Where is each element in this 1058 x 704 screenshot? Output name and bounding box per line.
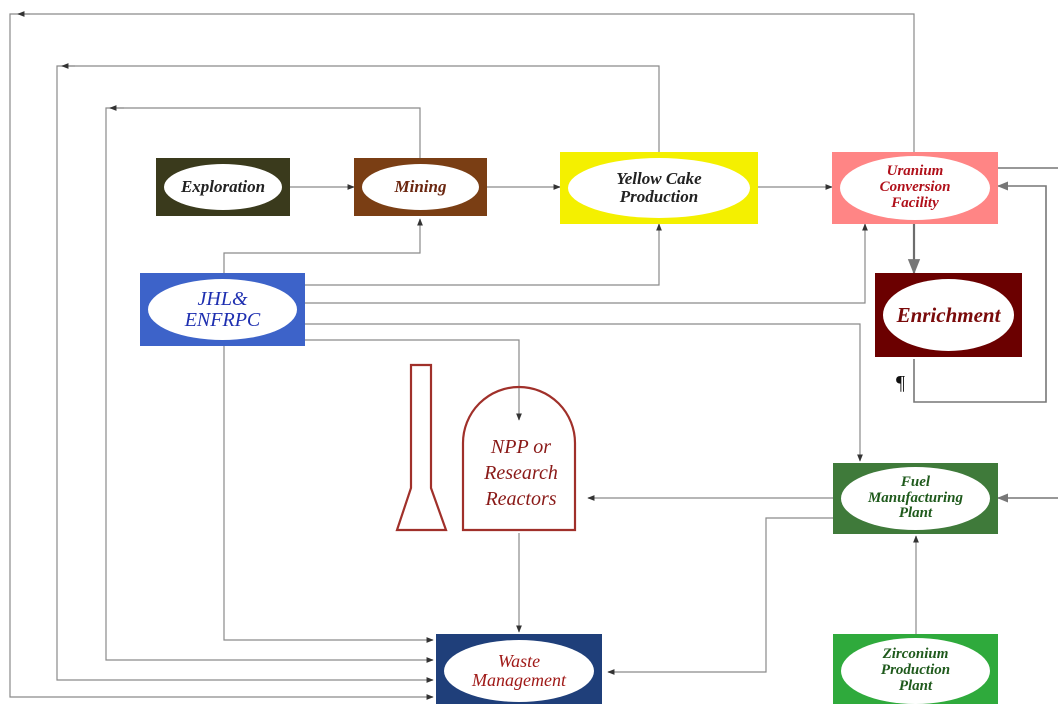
- node-zirconium-production-plant: Zirconium Production Plant: [833, 634, 998, 704]
- waste-label-2: Management: [472, 670, 566, 690]
- yellow-cake-label-1: Yellow Cake: [616, 169, 702, 189]
- connector-lines: [9, 11, 1058, 700]
- edge-jhl-conversion: [305, 223, 868, 304]
- reactor-illustration: [395, 363, 577, 532]
- node-jhl-enfrpc: JHL& ENFRPC: [140, 273, 305, 346]
- uranium-conversion-label-2: Conversion: [879, 179, 951, 196]
- edge-fuel-waste: [607, 517, 833, 675]
- loop-yellowcake-to-waste: [56, 65, 660, 683]
- node-mining: Mining: [354, 158, 487, 216]
- edge-jhl-fuel: [305, 323, 863, 462]
- node-waste-management: Waste Management: [436, 634, 602, 704]
- cooling-stack: [395, 363, 448, 532]
- fuel-label-1: Fuel: [900, 473, 931, 490]
- npp-research-reactors-label: NPP or Research Reactors: [465, 434, 577, 512]
- zirconium-label-2: Production: [880, 662, 951, 679]
- node-uranium-conversion-facility: Uranium Conversion Facility: [832, 152, 998, 224]
- yellow-cake-label-2: Production: [619, 187, 699, 206]
- jhl-label-2: ENFRPC: [184, 308, 261, 331]
- exploration-label: Exploration: [180, 177, 266, 197]
- edge-jhl-yellowcake: [305, 223, 662, 286]
- node-yellow-cake-production: Yellow Cake Production: [560, 152, 758, 224]
- mining-label: Mining: [394, 177, 447, 197]
- edge-jhl-mining: [223, 218, 423, 273]
- zirconium-label-1: Zirconium: [882, 646, 949, 663]
- edge-jhl-npp: [305, 339, 522, 421]
- containment-dome: [461, 385, 577, 532]
- edge-enrichment-loop: [913, 181, 1047, 403]
- zirconium-label-3: Plant: [898, 677, 933, 694]
- fuel-label-3: Plant: [898, 505, 933, 522]
- fuel-label-2: Manufacturing: [867, 489, 964, 506]
- uranium-conversion-label-3: Facility: [891, 194, 939, 211]
- loop-conversion-to-waste: [9, 13, 915, 700]
- node-fuel-manufacturing-plant: Fuel Manufacturing Plant: [833, 463, 998, 534]
- loop-mining-to-waste: [105, 107, 434, 663]
- npp-label-1: NPP or: [490, 436, 552, 458]
- node-exploration: Exploration: [156, 158, 290, 216]
- jhl-label-1: JHL&: [197, 287, 248, 310]
- npp-label-3: Reactors: [485, 488, 557, 510]
- enrichment-label: Enrichment: [896, 302, 1001, 327]
- npp-label-2: Research: [484, 462, 558, 484]
- pilcrow-mark: ¶: [896, 372, 906, 394]
- uranium-conversion-label-1: Uranium: [886, 163, 944, 180]
- node-enrichment: Enrichment: [875, 273, 1022, 357]
- edge-jhl-waste: [223, 346, 434, 643]
- waste-label-1: Waste: [497, 651, 541, 672]
